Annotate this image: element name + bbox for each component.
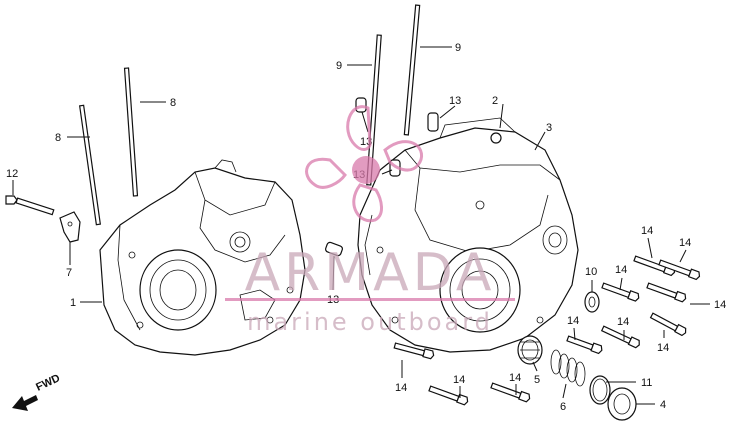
- watermark-tagline: marine outboard: [247, 308, 493, 336]
- callout-14-h: 14: [395, 382, 407, 394]
- callout-14-a: 14: [641, 225, 653, 237]
- callout-14-c: 14: [615, 264, 627, 276]
- o-ring-11: [589, 375, 611, 405]
- right-crankcase-half: [357, 117, 579, 353]
- drain-cap-4: [607, 387, 637, 421]
- callout-1: 1: [70, 297, 76, 309]
- propeller-logo-icon: [305, 105, 424, 223]
- callout-14-g: 14: [657, 342, 669, 354]
- callout-14-e: 14: [567, 315, 579, 327]
- callout-2: 2: [492, 95, 498, 107]
- callout-14-f: 14: [617, 316, 629, 328]
- dowel-pin-13-top-right: [427, 112, 439, 132]
- watermark-brand: ARMADA: [245, 243, 496, 303]
- bracket-7: [59, 211, 81, 243]
- callout-12: 12: [6, 168, 18, 180]
- washer-10: [584, 291, 600, 313]
- callout-9-left: 9: [336, 60, 342, 72]
- bolt-14-group: [393, 255, 701, 406]
- leader-lines: [12, 46, 710, 405]
- callout-3: 3: [546, 122, 552, 134]
- bolt-12: [5, 195, 55, 216]
- callout-9-right: 9: [455, 42, 461, 54]
- fwd-label: FWD: [34, 372, 62, 393]
- callout-13-top-right: 13: [449, 95, 461, 107]
- callout-6: 6: [560, 401, 566, 413]
- callout-14-d: 14: [714, 299, 726, 311]
- dowel-pin-13-lower: [325, 241, 343, 257]
- dowel-pin-13-top: [355, 97, 367, 113]
- callout-8-right: 8: [170, 97, 176, 109]
- left-crankcase-half: [99, 159, 306, 356]
- crankcase-stud-9-right: [403, 4, 421, 136]
- callout-14-i: 14: [453, 374, 465, 386]
- crankcase-stud-8-left: [78, 104, 102, 226]
- watermark: ARMADA marine outboard: [225, 105, 515, 336]
- callout-14-b: 14: [679, 237, 691, 249]
- callout-7: 7: [66, 267, 72, 279]
- callout-4: 4: [660, 399, 666, 411]
- spring-6: [550, 349, 586, 387]
- crankcase-stud-8-right: [123, 67, 139, 197]
- oil-strainer-screen-5: [517, 335, 543, 365]
- fwd-arrow-icon: [12, 395, 38, 411]
- callout-8-left: 8: [55, 132, 61, 144]
- watermark-rule: [225, 298, 515, 301]
- callout-14-j: 14: [509, 372, 521, 384]
- callout-11: 11: [641, 377, 652, 389]
- callout-5: 5: [534, 374, 540, 386]
- callout-10: 10: [585, 266, 597, 278]
